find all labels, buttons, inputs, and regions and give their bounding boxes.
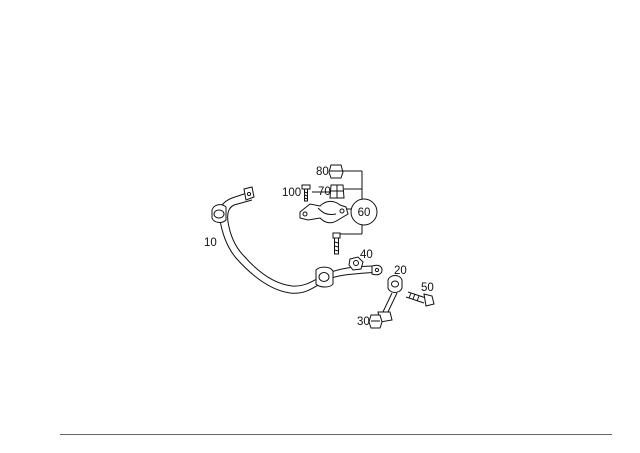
label-50: 50 bbox=[421, 282, 434, 294]
label-70: 70 bbox=[318, 186, 331, 198]
part-70-rubber-mount[interactable] bbox=[329, 184, 345, 199]
part-30-nut[interactable] bbox=[368, 314, 383, 329]
footer-divider bbox=[60, 434, 612, 435]
part-40-nut[interactable] bbox=[348, 256, 364, 271]
part-60-callout[interactable]: 60 bbox=[350, 198, 378, 226]
clamp-bracket[interactable] bbox=[299, 200, 349, 224]
label-30: 30 bbox=[357, 316, 370, 328]
part-100-screw[interactable] bbox=[301, 184, 311, 202]
label-10: 10 bbox=[204, 237, 217, 249]
part-10-stabilizer-bar[interactable] bbox=[211, 186, 383, 294]
label-100: 100 bbox=[282, 187, 301, 199]
part-50-bolt[interactable] bbox=[405, 291, 435, 307]
label-60: 60 bbox=[358, 207, 371, 219]
label-20: 20 bbox=[394, 265, 407, 277]
label-40: 40 bbox=[360, 249, 373, 261]
part-20-link-rod[interactable] bbox=[377, 275, 403, 323]
label-80: 80 bbox=[316, 166, 329, 178]
clamp-bolt[interactable] bbox=[332, 232, 341, 255]
